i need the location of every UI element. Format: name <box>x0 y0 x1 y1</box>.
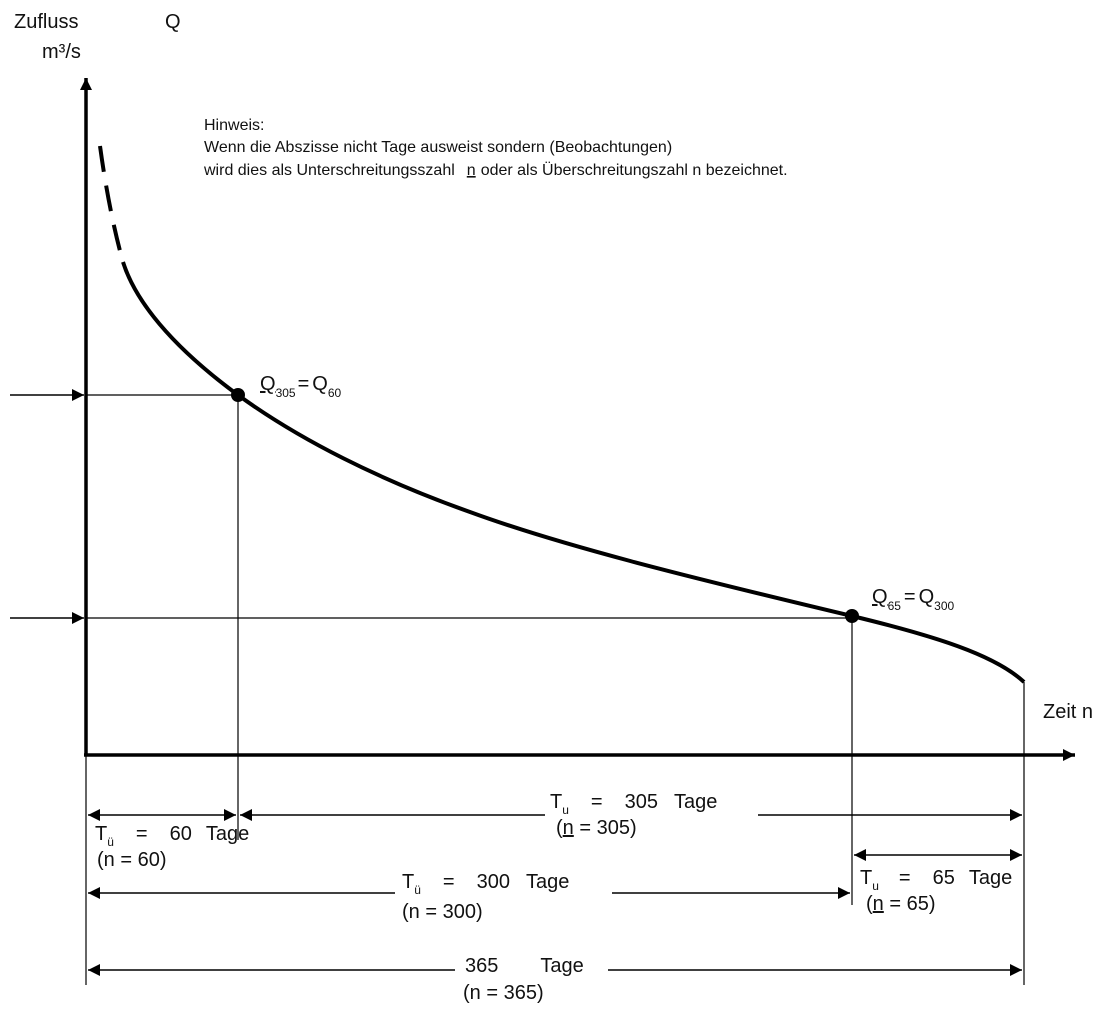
dim-65-n: (n = 65) <box>866 893 936 915</box>
y-axis-symbol: Q <box>165 11 181 33</box>
y-axis-unit: m³/s <box>42 41 81 63</box>
point-q65-q300 <box>845 609 859 623</box>
flow-duration-curve <box>121 261 1026 684</box>
dim-60-n: (n = 60) <box>97 849 166 871</box>
point-label-2: Q65=Q300 <box>872 586 955 613</box>
point-q305-q60 <box>231 388 245 402</box>
note-line-1: Wenn die Abszisse nicht Tage ausweist so… <box>204 139 672 156</box>
y-axis-label: Zufluss <box>14 11 78 33</box>
dim-300-n: (n = 300) <box>402 901 483 923</box>
x-axis-label: Zeit n <box>1043 701 1093 723</box>
curve-dashed-segment <box>98 145 125 263</box>
dim-365-n: (n = 365) <box>463 982 544 1004</box>
dim-305-n: (n = 305) <box>556 817 637 839</box>
point-label-1: Q305=Q60 <box>260 373 342 400</box>
note-heading: Hinweis: <box>204 117 264 134</box>
